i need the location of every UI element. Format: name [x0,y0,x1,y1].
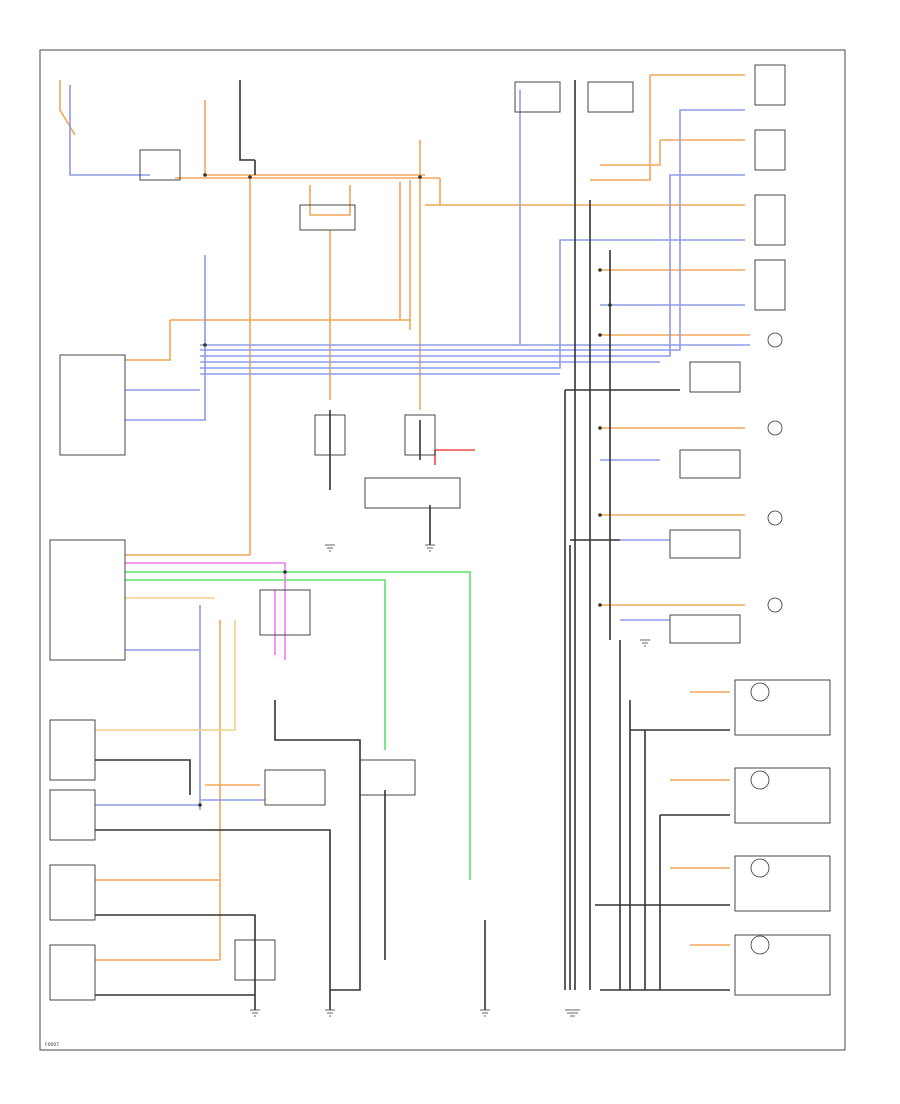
relay-box [587,81,634,113]
lamp-box [754,129,786,171]
ground-icon [425,544,435,552]
dimmer-box [259,589,311,636]
courtesy-lamp-box [734,855,831,912]
ground-icon [325,1009,335,1017]
wire-orange [600,140,661,166]
splice-dots [198,173,612,807]
splice-dot [598,603,602,607]
wire-black [95,829,331,940]
wire-blue [125,255,206,421]
diode-box [299,204,356,231]
wire-orange [59,80,76,136]
wire-orange [204,100,425,176]
door-lock-relay-box [364,477,461,509]
courtesy-lamp-box [734,934,831,996]
splice-dot [203,173,207,177]
ground-icon [565,1009,580,1017]
lamp-bulb [750,770,770,790]
lamp-box [754,259,786,311]
black-wires [95,80,730,1010]
ground-icon [640,639,650,647]
green-wires [125,571,471,880]
wire-blue [200,109,745,351]
yellow-wires [95,597,236,731]
wire-green [125,571,471,880]
wire-blue [69,85,150,176]
module-box [264,769,326,806]
door-switch-box [49,789,96,841]
red-wires [434,449,475,465]
splice-dot [598,513,602,517]
ground-icon [250,1009,260,1017]
wire-blue [200,239,745,369]
wire-black [274,700,361,991]
orange-wires [59,74,750,961]
wire-black [95,914,256,940]
lamp-box [754,194,786,246]
door-switch-box [49,719,96,781]
coil-box [234,939,276,981]
ground-icon [325,544,335,552]
door-switch-box [49,944,96,1001]
pink-wires [125,562,286,660]
switch-box [669,529,741,559]
switch-box [139,149,181,181]
footer-code: F0607 [45,1042,59,1048]
door-switch-box [359,759,416,796]
ground-icon [480,1009,490,1017]
wire-black [95,759,191,795]
splice-dot [418,175,422,179]
splice-dot [598,268,602,272]
instrument-cluster-box [49,539,126,661]
lamp-bulb [767,420,783,436]
components [49,64,831,1001]
splice-dot [598,426,602,430]
wire-orange [309,185,351,216]
splice-dot [598,333,602,337]
lamp-bulb [767,597,783,613]
diagram-frame [39,49,846,1051]
headlamp-switch-box [59,354,126,456]
wire-black [239,80,255,161]
switch-box [404,414,436,456]
wire-orange [590,75,651,181]
switch-box [669,614,741,644]
lamp-bulb [767,510,783,526]
wire-yellow [95,620,236,731]
lamp-bulb [750,858,770,878]
splice-dot [198,803,202,807]
courtesy-lamp-box [734,767,831,824]
door-switch-box [49,864,96,921]
wire-green [125,579,386,750]
splice-dot [248,175,252,179]
splice-dot [203,343,207,347]
wire-orange [125,320,171,361]
relay-box [514,81,561,113]
ground-symbols [250,544,650,1017]
lamp-box [754,64,786,106]
blue-wires [69,85,750,810]
lamp-bulb [750,682,770,702]
wire-blue [200,174,745,357]
switch-box [314,414,346,456]
splice-dot [608,303,612,307]
switch-box [679,449,741,479]
courtesy-lamp-box [734,679,831,736]
splice-dot [283,570,287,574]
lamp-bulb [767,332,783,348]
wire-pink [125,562,286,660]
switch-box [689,361,741,393]
lamp-bulb [750,935,770,955]
